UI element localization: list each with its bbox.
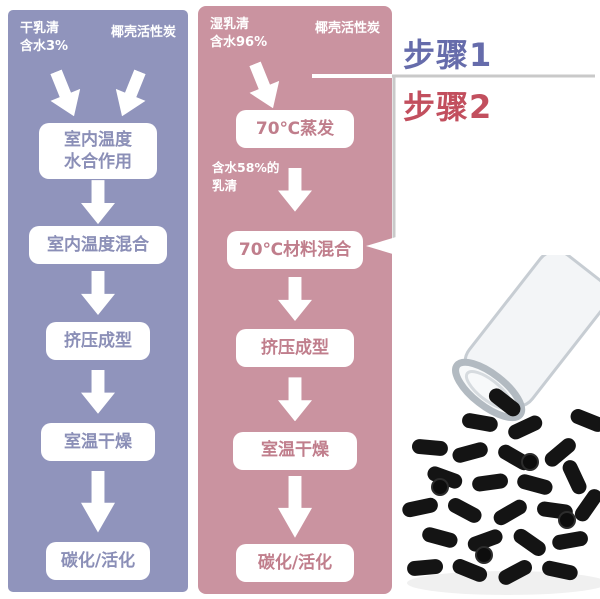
wet-whey-label: 湿乳清 含水96% <box>210 17 268 50</box>
activated-carbon-label: 椰壳活性炭 <box>110 25 176 40</box>
step1-title: 步骤1 <box>403 36 493 74</box>
carbon-pellets-icon <box>402 388 600 585</box>
activated-carbon-photo <box>402 255 600 595</box>
step1-flow-panel: 干乳清 含水3% 椰壳活性炭 室内温度 水合作用 室内温度混合 挤压成型 室温干… <box>8 10 188 592</box>
step2-box-evaporation: 70℃蒸发 <box>236 110 354 149</box>
merge-arrow-right-icon <box>107 66 155 122</box>
flow-arrow-slot <box>16 361 180 423</box>
step1-box-drying: 室温干燥 <box>40 423 156 462</box>
down-arrow-icon <box>278 475 312 538</box>
flow-arrow-slot <box>16 264 180 322</box>
down-arrow-icon <box>81 270 115 315</box>
flow-arrow-slot <box>16 462 180 542</box>
step2-inputs: 湿乳清 含水96% 椰壳活性炭 <box>206 14 384 62</box>
step2-box-extrusion: 挤压成型 <box>236 329 354 368</box>
merge-arrows <box>16 66 180 122</box>
step1-box-mixing: 室内温度混合 <box>29 225 167 264</box>
down-arrow-icon <box>81 369 115 414</box>
down-arrow-icon <box>278 276 312 321</box>
step1-box-hydration: 室内温度 水合作用 <box>38 122 158 179</box>
flow-arrow-slot <box>206 472 384 542</box>
evaporation-to-mixing: 含水58%的 乳清 <box>206 151 384 229</box>
step2-box-drying: 室温干燥 <box>232 431 358 470</box>
step2-flow-panel: 湿乳清 含水96% 椰壳活性炭 70℃蒸发 含水58%的 乳清 70℃材料混合 … <box>198 6 392 594</box>
flow-arrow-slot <box>206 369 384 429</box>
merge-arrow-icon <box>240 58 288 114</box>
wet-whey-arrow <box>206 64 384 108</box>
flow-arrow-slot <box>206 271 384 327</box>
dry-whey-label: 干乳清 含水3% <box>20 21 69 54</box>
flow-arrow-slot <box>16 179 180 225</box>
step1-box-carbonization: 碳化/活化 <box>45 541 151 580</box>
step1-box-extrusion: 挤压成型 <box>45 322 151 361</box>
down-arrow-icon <box>81 470 115 533</box>
step2-title: 步骤2 <box>403 88 493 126</box>
down-arrow-icon <box>81 180 115 225</box>
down-arrow-icon <box>278 377 312 422</box>
step2-box-carbonization: 碳化/活化 <box>236 543 354 582</box>
activated-carbon-label: 椰壳活性炭 <box>314 21 380 36</box>
step2-box-mixing: 70℃材料混合 <box>227 230 363 269</box>
glass-jar-icon <box>452 255 600 422</box>
merge-arrow-left-icon <box>42 66 90 122</box>
down-arrow-icon <box>278 167 312 212</box>
whey-58-note: 含水58%的 乳清 <box>212 159 280 193</box>
step1-inputs: 干乳清 含水3% 椰壳活性炭 <box>16 18 180 66</box>
